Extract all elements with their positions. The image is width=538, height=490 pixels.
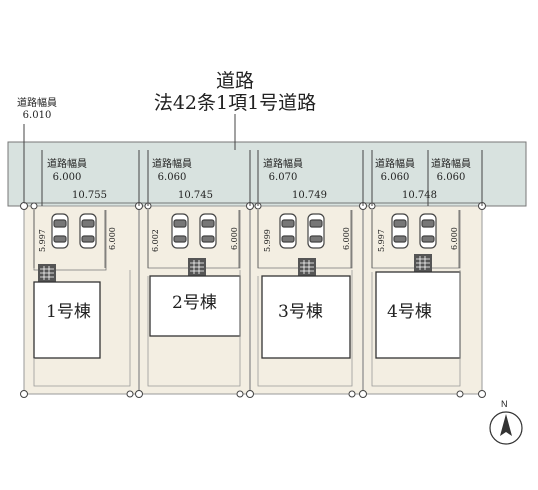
meter-icon (38, 264, 56, 282)
lot4-road-width-label: 道路幅員 (375, 159, 415, 170)
car-icon (419, 213, 437, 249)
lot1-depth-left: 5.997 (38, 229, 47, 252)
lot2-road-width-label: 道路幅員 (152, 159, 192, 170)
building-4-label: 4号棟 (387, 302, 432, 322)
lot4-road-width-value-2: 6.060 (436, 172, 466, 183)
lot3-depth-left: 5.999 (263, 229, 272, 252)
car-icon (171, 213, 189, 249)
lot1-road-width-label: 道路幅員 (47, 159, 87, 170)
meter-icon (414, 254, 432, 272)
building-footprints (33, 271, 461, 359)
lot3-road-width-label: 道路幅員 (263, 159, 303, 170)
lot4-depth-right: 6.000 (450, 227, 459, 250)
north-label: N (501, 399, 508, 409)
car-icon (51, 213, 69, 249)
lot1-depth-right: 6.000 (108, 227, 117, 250)
lot3-frontage: 10.749 (292, 190, 327, 201)
road-width-marks (41, 150, 483, 206)
road-band (7, 141, 527, 207)
lot1-road-width-value: 6.000 (52, 172, 82, 183)
building-1-label: 1号棟 (46, 302, 91, 322)
meter-icon (298, 258, 316, 276)
lot4-frontage: 10.748 (402, 190, 437, 201)
lot2-frontage: 10.745 (178, 190, 213, 201)
lot4-road-width-label-2: 道路幅員 (431, 159, 471, 170)
parked-cars (51, 213, 437, 249)
building-3-label: 3号棟 (278, 302, 323, 322)
lot2-road-width-value: 6.060 (157, 172, 187, 183)
meter-icon (188, 258, 206, 276)
car-icon (279, 213, 297, 249)
yard-lines (33, 270, 461, 387)
car-icon (79, 213, 97, 249)
north-compass-icon (489, 411, 523, 445)
road-left-width-label: 道路幅員 (17, 98, 57, 109)
building-3 (261, 275, 351, 359)
lot3-depth-right: 6.000 (342, 227, 351, 250)
building-2-label: 2号棟 (172, 293, 217, 313)
lot3-road-width-value: 6.070 (268, 172, 298, 183)
utility-box-icons (38, 254, 432, 282)
road-title: 道路 (215, 70, 254, 92)
car-icon (307, 213, 325, 249)
lot4-depth-left: 5.997 (377, 229, 386, 252)
building-4 (375, 271, 461, 359)
car-icon (391, 213, 409, 249)
lot1-frontage: 10.755 (72, 190, 107, 201)
building-1 (33, 281, 101, 359)
car-icon (199, 213, 217, 249)
lot2-depth-right: 6.000 (230, 227, 239, 250)
lot2-depth-left: 6.002 (151, 229, 160, 252)
depth-dimensions (33, 210, 460, 268)
lot4-road-width-value: 6.060 (380, 172, 410, 183)
road-left-width-value: 6.010 (22, 110, 52, 121)
lot-separators (138, 206, 364, 394)
road-subtitle: 法42条1項1号道路 (153, 92, 317, 114)
